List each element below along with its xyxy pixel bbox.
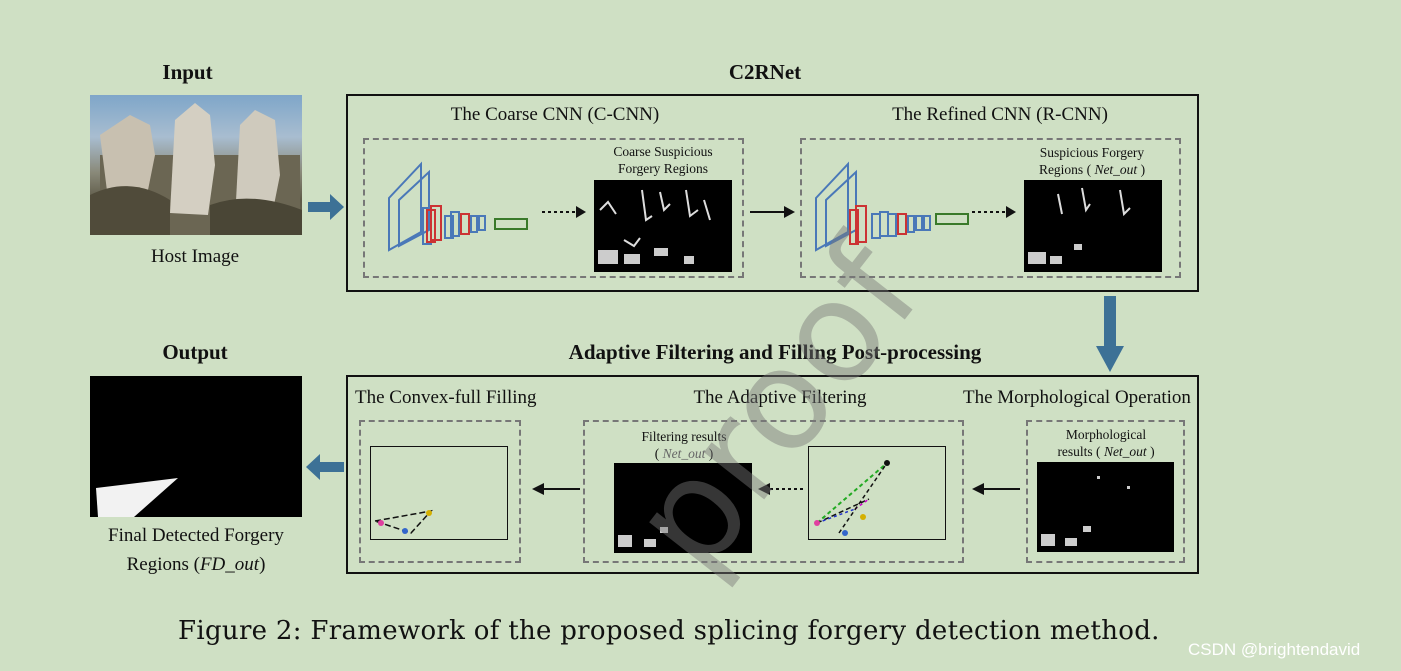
morph-line1: Morphological <box>1065 427 1147 442</box>
filtering-prefix: ( <box>654 446 663 461</box>
output-italic: FD_out <box>199 554 260 575</box>
filtering-process-image <box>808 446 946 540</box>
figure-caption: Figure 2: Framework of the proposed spli… <box>178 616 1160 646</box>
ccnn-title: The Coarse CNN (C-CNN) <box>450 104 660 125</box>
filtering-label: Filtering results ( Net_out ) <box>614 428 754 462</box>
filtering-line2: ( Net_out ) <box>614 445 754 462</box>
output-suffix: ) <box>259 554 266 575</box>
rcnn-box <box>800 138 1181 278</box>
adaptive-title: The Adaptive Filtering <box>693 387 867 408</box>
rcnn-result-label: Suspicious Forgery Regions ( Net_out ) <box>1022 144 1162 178</box>
rcnn-result-line1: Suspicious Forgery <box>1039 145 1145 160</box>
ccnn-dotted-arrow <box>542 206 586 218</box>
ccnn-to-rcnn-arrow <box>750 206 795 218</box>
rcnn-dotted-arrow <box>972 206 1016 218</box>
rcnn-title: The Refined CNN (R-CNN) <box>892 104 1108 125</box>
output-prefix: Regions ( <box>126 554 200 575</box>
ccnn-result-line1: Coarse Suspicious <box>613 144 713 159</box>
output-forgery-region <box>96 478 178 517</box>
morph-to-filter-dotted-arrow <box>758 483 804 495</box>
postprocess-heading: Adaptive Filtering and Filling Post-proc… <box>568 340 982 364</box>
morph-italic: Net_out <box>1103 444 1147 459</box>
output-label: Final Detected Forgery Regions (FD_out) <box>70 521 322 579</box>
filtering-process-plot <box>814 460 890 536</box>
morph-box <box>1026 420 1185 563</box>
rcnn-result-italic: Net_out <box>1094 162 1138 177</box>
adaptive-to-convex-arrow <box>532 483 580 495</box>
input-heading: Input <box>162 60 213 84</box>
filtering-line1: Filtering results <box>641 429 727 444</box>
morph-prefix: results ( <box>1057 444 1104 459</box>
rcnn-result-image <box>1024 180 1162 272</box>
rcnn-result-line2: Regions ( Net_out ) <box>1022 161 1162 178</box>
host-image-label: Host Image <box>150 246 240 267</box>
morph-suffix: ) <box>1146 444 1155 459</box>
host-image-rocks <box>90 103 302 235</box>
morph-result-blobs <box>1041 476 1130 546</box>
csdn-watermark: CSDN @brightendavid <box>1188 640 1361 659</box>
rcnn-result-blobs <box>1028 187 1131 264</box>
rcnn-network-icon <box>815 161 969 252</box>
morph-to-adaptive-arrow <box>972 483 1020 495</box>
convex-hull-plot <box>374 509 434 534</box>
flow-arrow-down <box>1096 296 1124 372</box>
morph-result-image <box>1037 462 1174 552</box>
output-image <box>90 376 302 517</box>
morph-line2: results ( Net_out ) <box>1036 443 1176 460</box>
flow-arrow-left <box>306 454 344 480</box>
morph-title: The Morphological Operation <box>963 387 1191 408</box>
ccnn-result-image <box>594 180 732 272</box>
c2rnet-panel <box>346 94 1199 292</box>
adaptive-box <box>583 420 964 563</box>
ccnn-result-blobs <box>598 189 711 264</box>
rcnn-result-prefix: Regions ( <box>1038 162 1095 177</box>
postprocess-panel <box>346 375 1199 574</box>
convex-result-image <box>370 446 508 540</box>
convex-title: The Convex-full Filling <box>355 387 537 408</box>
rcnn-result-suffix: ) <box>1137 162 1146 177</box>
ccnn-result-label: Coarse Suspicious Forgery Regions <box>593 143 733 177</box>
output-line2: Regions (FD_out) <box>70 550 322 579</box>
convex-box <box>359 420 521 563</box>
c2rnet-heading: C2RNet <box>728 60 802 84</box>
morph-label: Morphological results ( Net_out ) <box>1036 426 1176 460</box>
filtering-italic: Net_out <box>662 446 706 461</box>
output-line1: Final Detected Forgery <box>108 525 284 546</box>
ccnn-box <box>363 138 744 278</box>
filtering-suffix: ) <box>705 446 714 461</box>
ccnn-network-icon <box>388 161 528 252</box>
flow-arrow-right-1 <box>308 194 344 220</box>
output-heading: Output <box>162 340 228 364</box>
filtering-result-image <box>614 463 752 553</box>
ccnn-result-line2: Forgery Regions <box>617 161 709 176</box>
filtering-result-blobs <box>618 527 668 547</box>
host-image <box>90 95 302 235</box>
